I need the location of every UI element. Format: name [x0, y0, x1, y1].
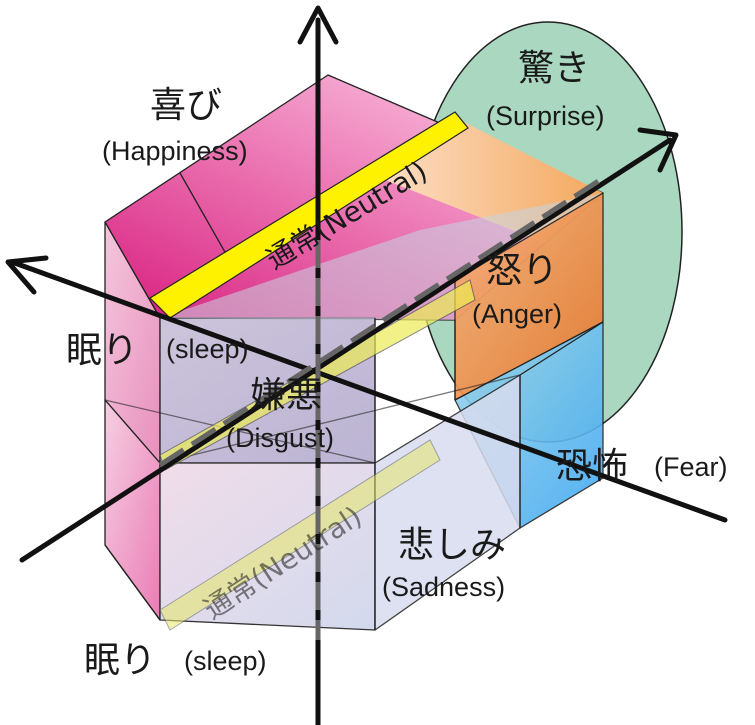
sleep-bottom-label-jp: 眠り	[84, 640, 156, 681]
sleep-mid-label-jp: 眠り	[66, 330, 138, 371]
anger-label-jp: 怒り	[486, 250, 558, 291]
happiness-label-en: (Happiness)	[102, 136, 248, 166]
disgust-label-jp: 嫌悪	[250, 375, 322, 416]
happiness-label-jp: 喜び	[150, 85, 222, 126]
arrowheads	[5, 5, 679, 295]
fear-label-en: (Fear)	[654, 452, 728, 482]
sadness-label-jp: 悲しみ	[398, 525, 506, 566]
inner-top-face	[160, 193, 603, 320]
sleep-bottom-label-en: (sleep)	[184, 646, 267, 676]
disgust-label-en: (Disgust)	[226, 423, 334, 453]
neutral-band-bottom	[159, 439, 441, 631]
surprise-label-en: (Surprise)	[486, 101, 605, 131]
left-axis	[9, 259, 728, 523]
neutral-band-top	[149, 111, 469, 319]
sadness-label-en: (Sadness)	[382, 572, 505, 602]
fear-label-jp: 恐怖	[556, 446, 628, 487]
up-arrowhead	[297, 5, 339, 45]
anger-label-en: (Anger)	[472, 299, 562, 329]
sleep-mid-label-en: (sleep)	[166, 334, 249, 364]
right-axis	[19, 137, 673, 563]
left-arrowhead	[5, 255, 49, 295]
right-arrowhead	[637, 127, 679, 173]
surprise-label-jp: 驚き	[518, 48, 590, 89]
